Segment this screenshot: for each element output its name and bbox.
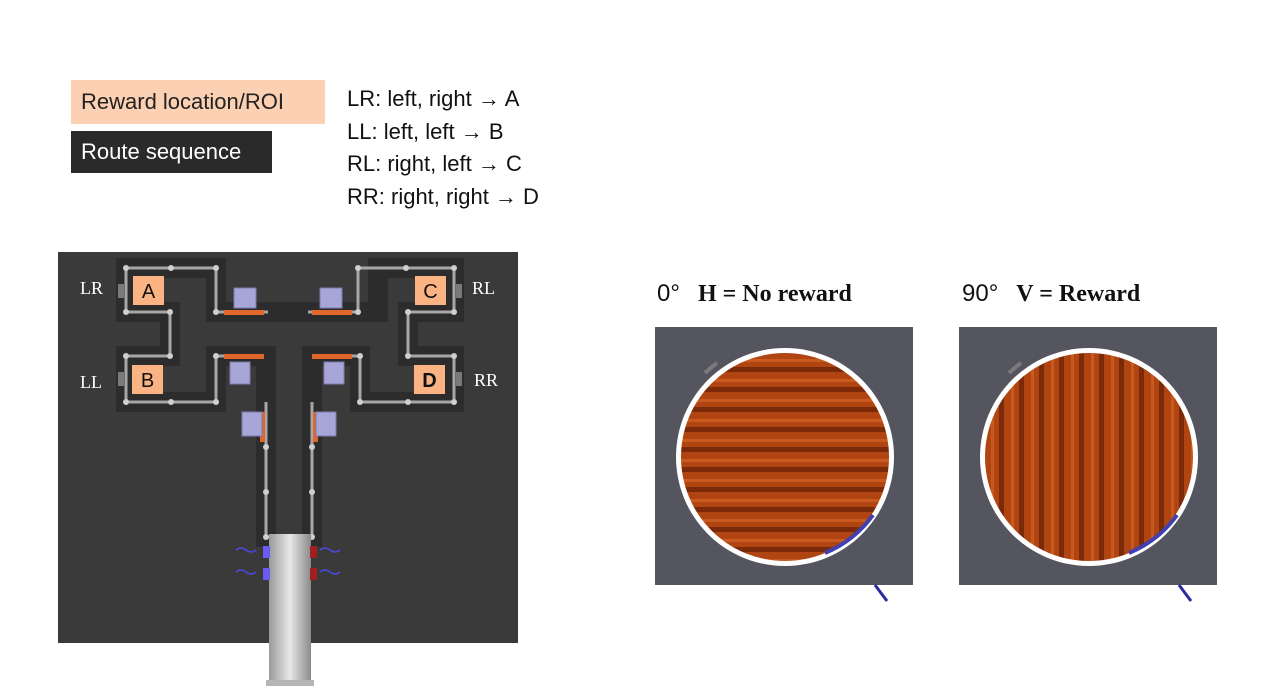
rail-joints <box>123 265 457 540</box>
legend-route-label: Route sequence <box>81 139 242 164</box>
svg-text:C: C <box>423 281 437 303</box>
vertical-grating <box>959 327 1217 602</box>
grating-caption-horizontal: 0° H = No reward <box>657 280 852 308</box>
svg-text:B: B <box>141 370 154 392</box>
reward-box-c: C <box>415 276 446 305</box>
svg-text:D: D <box>422 370 436 392</box>
grating-label-horizontal: H = No reward <box>697 281 852 307</box>
reward-box-a: A <box>133 276 164 305</box>
route-label-rr: RR <box>474 370 498 390</box>
legend-route-sequence: Route sequence <box>71 131 272 173</box>
grating-caption-vertical: 90° V = Reward <box>962 280 1140 308</box>
end-stubs <box>118 284 462 386</box>
start-box <box>235 534 341 686</box>
route-label-ll: LL <box>80 372 102 392</box>
reward-box-b: B <box>132 365 163 394</box>
horizontal-grating <box>655 327 913 602</box>
route-label-lr: LR <box>80 278 103 298</box>
grating-label-vertical: V = Reward <box>1016 281 1141 307</box>
route-rr: RR: right, right → D <box>347 183 539 209</box>
legend-reward-location: Reward location/ROI <box>71 80 325 124</box>
route-rl: RL: right, left → C <box>347 151 522 176</box>
angle-label-90: 90° <box>962 280 999 307</box>
route-sequence-list: LR: left, right → A LL: left, left → B R… <box>347 83 539 213</box>
reward-box-d: D <box>414 365 445 394</box>
route-label-rl: RL <box>472 278 495 298</box>
gate-mechanisms <box>229 287 345 437</box>
route-ll: LL: left, left → B <box>347 118 504 144</box>
maze-diagram: A B C D LR LL RL RR <box>58 252 518 686</box>
svg-text:A: A <box>142 281 156 303</box>
route-lr: LR: left, right → A <box>347 86 520 111</box>
angle-label-0: 0° <box>657 280 680 307</box>
legend-reward-label: Reward location/ROI <box>81 89 284 114</box>
